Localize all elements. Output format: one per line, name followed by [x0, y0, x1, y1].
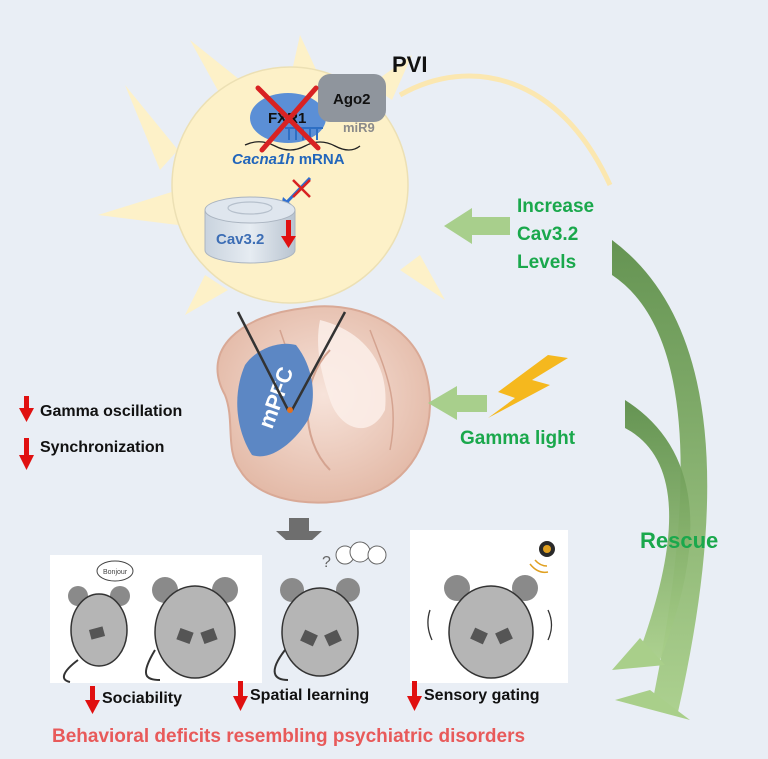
- synchronization-label: Synchronization: [40, 439, 164, 456]
- spatial-learning-label: Spatial learning: [250, 687, 369, 704]
- rescue-arrow-outer-head: [615, 690, 690, 720]
- mrna-suffix: mRNA: [295, 151, 345, 168]
- cav32-channel: [204, 196, 296, 264]
- increase-cav32-arrow: [444, 208, 510, 244]
- lightning-icon: [488, 355, 568, 418]
- fxr1-knockout-x: [255, 85, 321, 153]
- spatial-learning-panel: ?: [262, 540, 402, 683]
- rescue-label: Rescue: [640, 528, 718, 553]
- gamma-light-label: Gamma light: [460, 428, 576, 449]
- electrode-tip: [287, 407, 293, 413]
- question-mark: ?: [322, 554, 331, 571]
- electrode-right: [290, 311, 347, 411]
- sensory-gating-panel: [410, 530, 568, 683]
- rescue-arrow-outer: [612, 240, 708, 712]
- translation-block-x: [292, 179, 311, 198]
- increase-line2: Cav3.2: [517, 224, 578, 245]
- speech-bubble-text: Bonjour: [103, 569, 128, 576]
- mpfc-region: [237, 343, 313, 457]
- sensory-gating-label: Sensory gating: [424, 687, 540, 704]
- ago2-label: Ago2: [333, 91, 371, 108]
- electrode-left: [236, 311, 290, 411]
- ago2-protein: [318, 74, 386, 122]
- thought-bubble: [335, 541, 387, 565]
- behavioral-deficits-summary: Behavioral deficits resembling psychiatr…: [52, 726, 525, 747]
- increase-line1: Increase: [517, 196, 594, 217]
- pvi-label: PVI: [392, 52, 427, 77]
- cav32-decrease-arrow: [281, 220, 296, 248]
- gamma-light-arrow: [428, 386, 487, 420]
- sociability-panel: Bonjour: [50, 555, 262, 683]
- sync-decrease-arrow: [19, 438, 34, 470]
- gamma-decrease-arrow: [19, 396, 34, 422]
- cav32-label: Cav3.2: [216, 231, 264, 248]
- mrna-label: Cacna1h mRNA: [232, 151, 345, 168]
- brain: [216, 305, 431, 504]
- sociability-label: Sociability: [102, 690, 182, 707]
- increase-line3: Levels: [517, 252, 576, 273]
- mrna-gene-name: Cacna1h: [232, 151, 295, 168]
- sociability-decrease-arrow: [85, 686, 100, 714]
- rescue-arrow-inner-head: [612, 638, 665, 670]
- rescue-arrow-inner: [625, 400, 691, 660]
- gamma-oscillation-label: Gamma oscillation: [40, 403, 182, 420]
- sensory-decrease-arrow: [407, 681, 422, 711]
- spatial-decrease-arrow: [233, 681, 248, 711]
- mir9-label: miR9: [343, 120, 375, 135]
- cell-spikes: [98, 35, 445, 315]
- pv-interneuron: PVI Ago2 FXR1 miR9 Cacna1h mRNA: [98, 35, 613, 315]
- axon: [398, 73, 613, 187]
